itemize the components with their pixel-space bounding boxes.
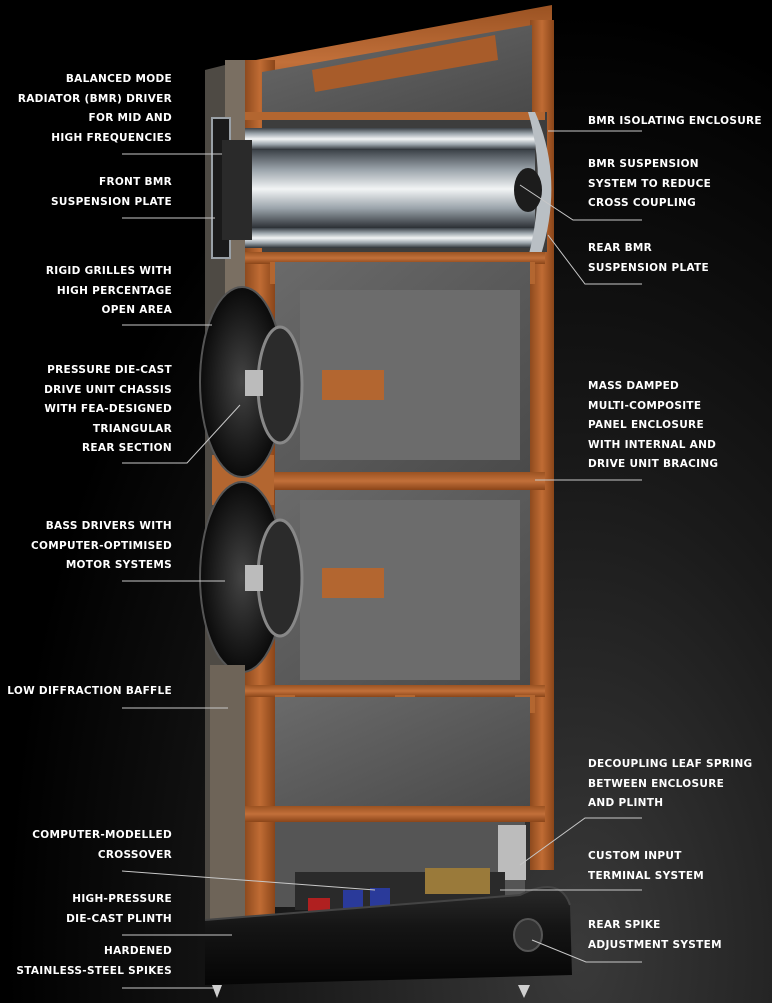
bass-driver-lower xyxy=(199,481,304,673)
label-crossover: COMPUTER-MODELLED CROSSOVER xyxy=(32,829,172,861)
rear-spike-knob xyxy=(513,918,543,952)
divider-1 xyxy=(245,252,545,264)
plinth xyxy=(205,887,572,985)
leader-rear-bmr-plate xyxy=(547,234,642,285)
capacitor-blue-2 xyxy=(370,888,390,910)
bmr-tube-main xyxy=(225,150,535,228)
terminal-board xyxy=(425,868,490,894)
label-bmr-suspension: BMR SUSPENSION SYSTEM TO REDUCE CROSS CO… xyxy=(588,158,712,209)
bass-driver-upper xyxy=(199,286,304,478)
label-mass-damped: MASS DAMPED MULTI-COMPOSITE PANEL ENCLOS… xyxy=(588,380,719,470)
divider-2 xyxy=(245,472,545,490)
label-input-terminal: CUSTOM INPUT TERMINAL SYSTEM xyxy=(588,850,705,882)
lower-brace-block xyxy=(322,568,384,598)
bmr-tube-top xyxy=(245,128,535,150)
leader-crossover xyxy=(121,870,376,891)
plinth-top-edge xyxy=(204,886,571,921)
label-die-cast-chassis: PRESSURE DIE-CAST DRIVE UNIT CHASSIS WIT… xyxy=(44,364,172,454)
label-leaf-spring: DECOUPLING LEAF SPRING BETWEEN ENCLOSURE… xyxy=(588,758,753,809)
divider-4 xyxy=(245,806,545,822)
bmr-tube-bottom xyxy=(245,228,535,248)
front-spike xyxy=(212,985,222,998)
label-rear-spike: REAR SPIKE ADJUSTMENT SYSTEM xyxy=(588,919,722,951)
leader-bmr-suspension xyxy=(519,184,642,221)
leader-leaf-spring xyxy=(519,817,642,866)
leader-rear-spike xyxy=(531,939,642,963)
capacitor-blue-1 xyxy=(343,890,363,912)
bottom-chamber xyxy=(275,697,530,807)
upper-brace-block xyxy=(322,370,384,400)
label-plinth: HIGH-PRESSURE DIE-CAST PLINTH xyxy=(66,893,172,925)
label-bass-drivers: BASS DRIVERS WITH COMPUTER-OPTIMISED MOT… xyxy=(31,520,172,571)
label-spikes: HARDENED STAINLESS-STEEL SPIKES xyxy=(16,945,172,977)
leaf-spring-block xyxy=(498,825,526,880)
label-bmr-isolating: BMR ISOLATING ENCLOSURE xyxy=(588,115,762,127)
label-rigid-grilles: RIGID GRILLES WITH HIGH PERCENTAGE OPEN … xyxy=(45,265,172,316)
bmr-driver-body xyxy=(222,140,252,240)
top-brace xyxy=(312,35,498,92)
label-front-bmr-plate: FRONT BMR SUSPENSION PLATE xyxy=(51,176,172,208)
label-low-diffraction: LOW DIFFRACTION BAFFLE xyxy=(7,685,172,697)
rear-spike xyxy=(518,985,530,998)
divider-3 xyxy=(245,685,545,697)
label-rear-bmr-plate: REAR BMR SUSPENSION PLATE xyxy=(588,242,709,274)
leader-die-cast-chassis xyxy=(122,404,241,464)
bmr-enclosure-top xyxy=(245,112,545,120)
label-bmr-driver: BALANCED MODE RADIATOR (BMR) DRIVER FOR … xyxy=(17,73,172,144)
